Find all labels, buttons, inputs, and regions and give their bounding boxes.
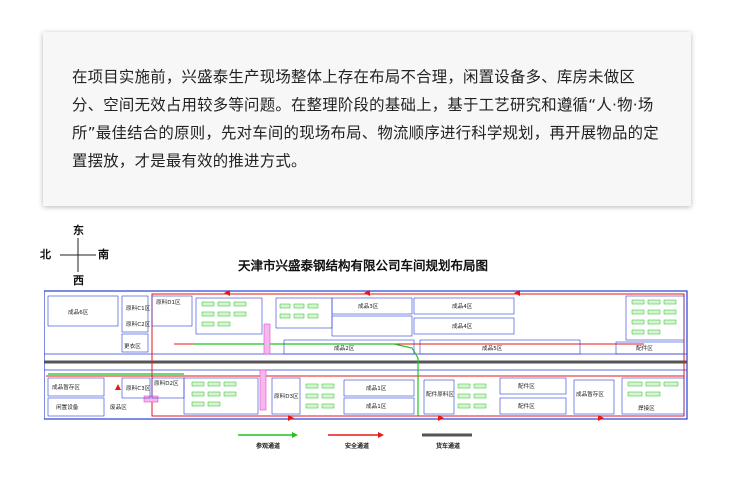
zone-finished-store: 成品暂存区 <box>576 390 604 398</box>
zone-welding: 焊接区 <box>638 404 655 412</box>
legend-visit-label: 参观通道 <box>256 443 281 450</box>
intro-card: 在项目实施前，兴盛泰生产现场整体上存在布局不合理，闲置设备多、库房未做区分、空间… <box>43 32 691 206</box>
zone-finished2: 成品2区 <box>334 344 355 352</box>
zone-finished1a: 成品1区 <box>366 384 387 392</box>
zone-finished-temp: 成品暂存区 <box>52 383 80 391</box>
zone-raw-c1: 原料C1区 <box>126 304 151 312</box>
zone-finished4b: 成品4区 <box>452 322 473 330</box>
zone-finished3: 成品3区 <box>358 302 379 310</box>
map-legend: 参观通道 安全通道 货车通道 <box>200 431 500 453</box>
zone-finished1b: 成品1区 <box>366 402 387 410</box>
zone-parts-raw: 配件原料区 <box>426 390 454 398</box>
compass-south: 南 <box>98 248 109 261</box>
legend-lines <box>238 432 472 438</box>
zone-finished5: 成品5区 <box>482 344 503 352</box>
zone-changing: 更衣区 <box>124 342 141 350</box>
compass: 东 北 南 西 <box>40 222 120 292</box>
zone-parts2: 配件区 <box>518 382 535 390</box>
zone-parts3: 配件区 <box>518 402 535 410</box>
compass-west: 西 <box>73 274 84 287</box>
map-title: 天津市兴盛泰钢结构有限公司车间规划布局图 <box>237 258 488 273</box>
legend-vehicle-label: 货车通道 <box>436 443 461 450</box>
zone-parts1: 配件区 <box>636 344 653 352</box>
zone-raw-d2: 原料D2区 <box>154 379 179 387</box>
floor-plan: 成品6区 原料C1区 原料C2区 更衣区 原料D1区 成品3区 成品4区 成品4… <box>44 290 688 421</box>
legend-safety-label: 安全通道 <box>345 443 370 450</box>
compass-north: 北 <box>40 248 51 261</box>
zone-idle: 闲置设备 <box>56 403 79 411</box>
zone-finished4a: 成品4区 <box>452 302 473 310</box>
zone-waste: 废品区 <box>110 403 127 411</box>
compass-east: 东 <box>73 224 84 237</box>
zone-finished6: 成品6区 <box>68 308 89 316</box>
intro-paragraph: 在项目实施前，兴盛泰生产现场整体上存在布局不合理，闲置设备多、库房未做区分、空间… <box>72 68 659 170</box>
zone-raw-d3: 原料D3区 <box>274 392 299 400</box>
compass-cross-icon <box>60 238 96 272</box>
zone-raw-c3: 原料C3区 <box>126 384 151 392</box>
zone-raw-d1: 原料D1区 <box>156 298 181 306</box>
zone-raw-c2: 原料C2区 <box>126 320 151 328</box>
